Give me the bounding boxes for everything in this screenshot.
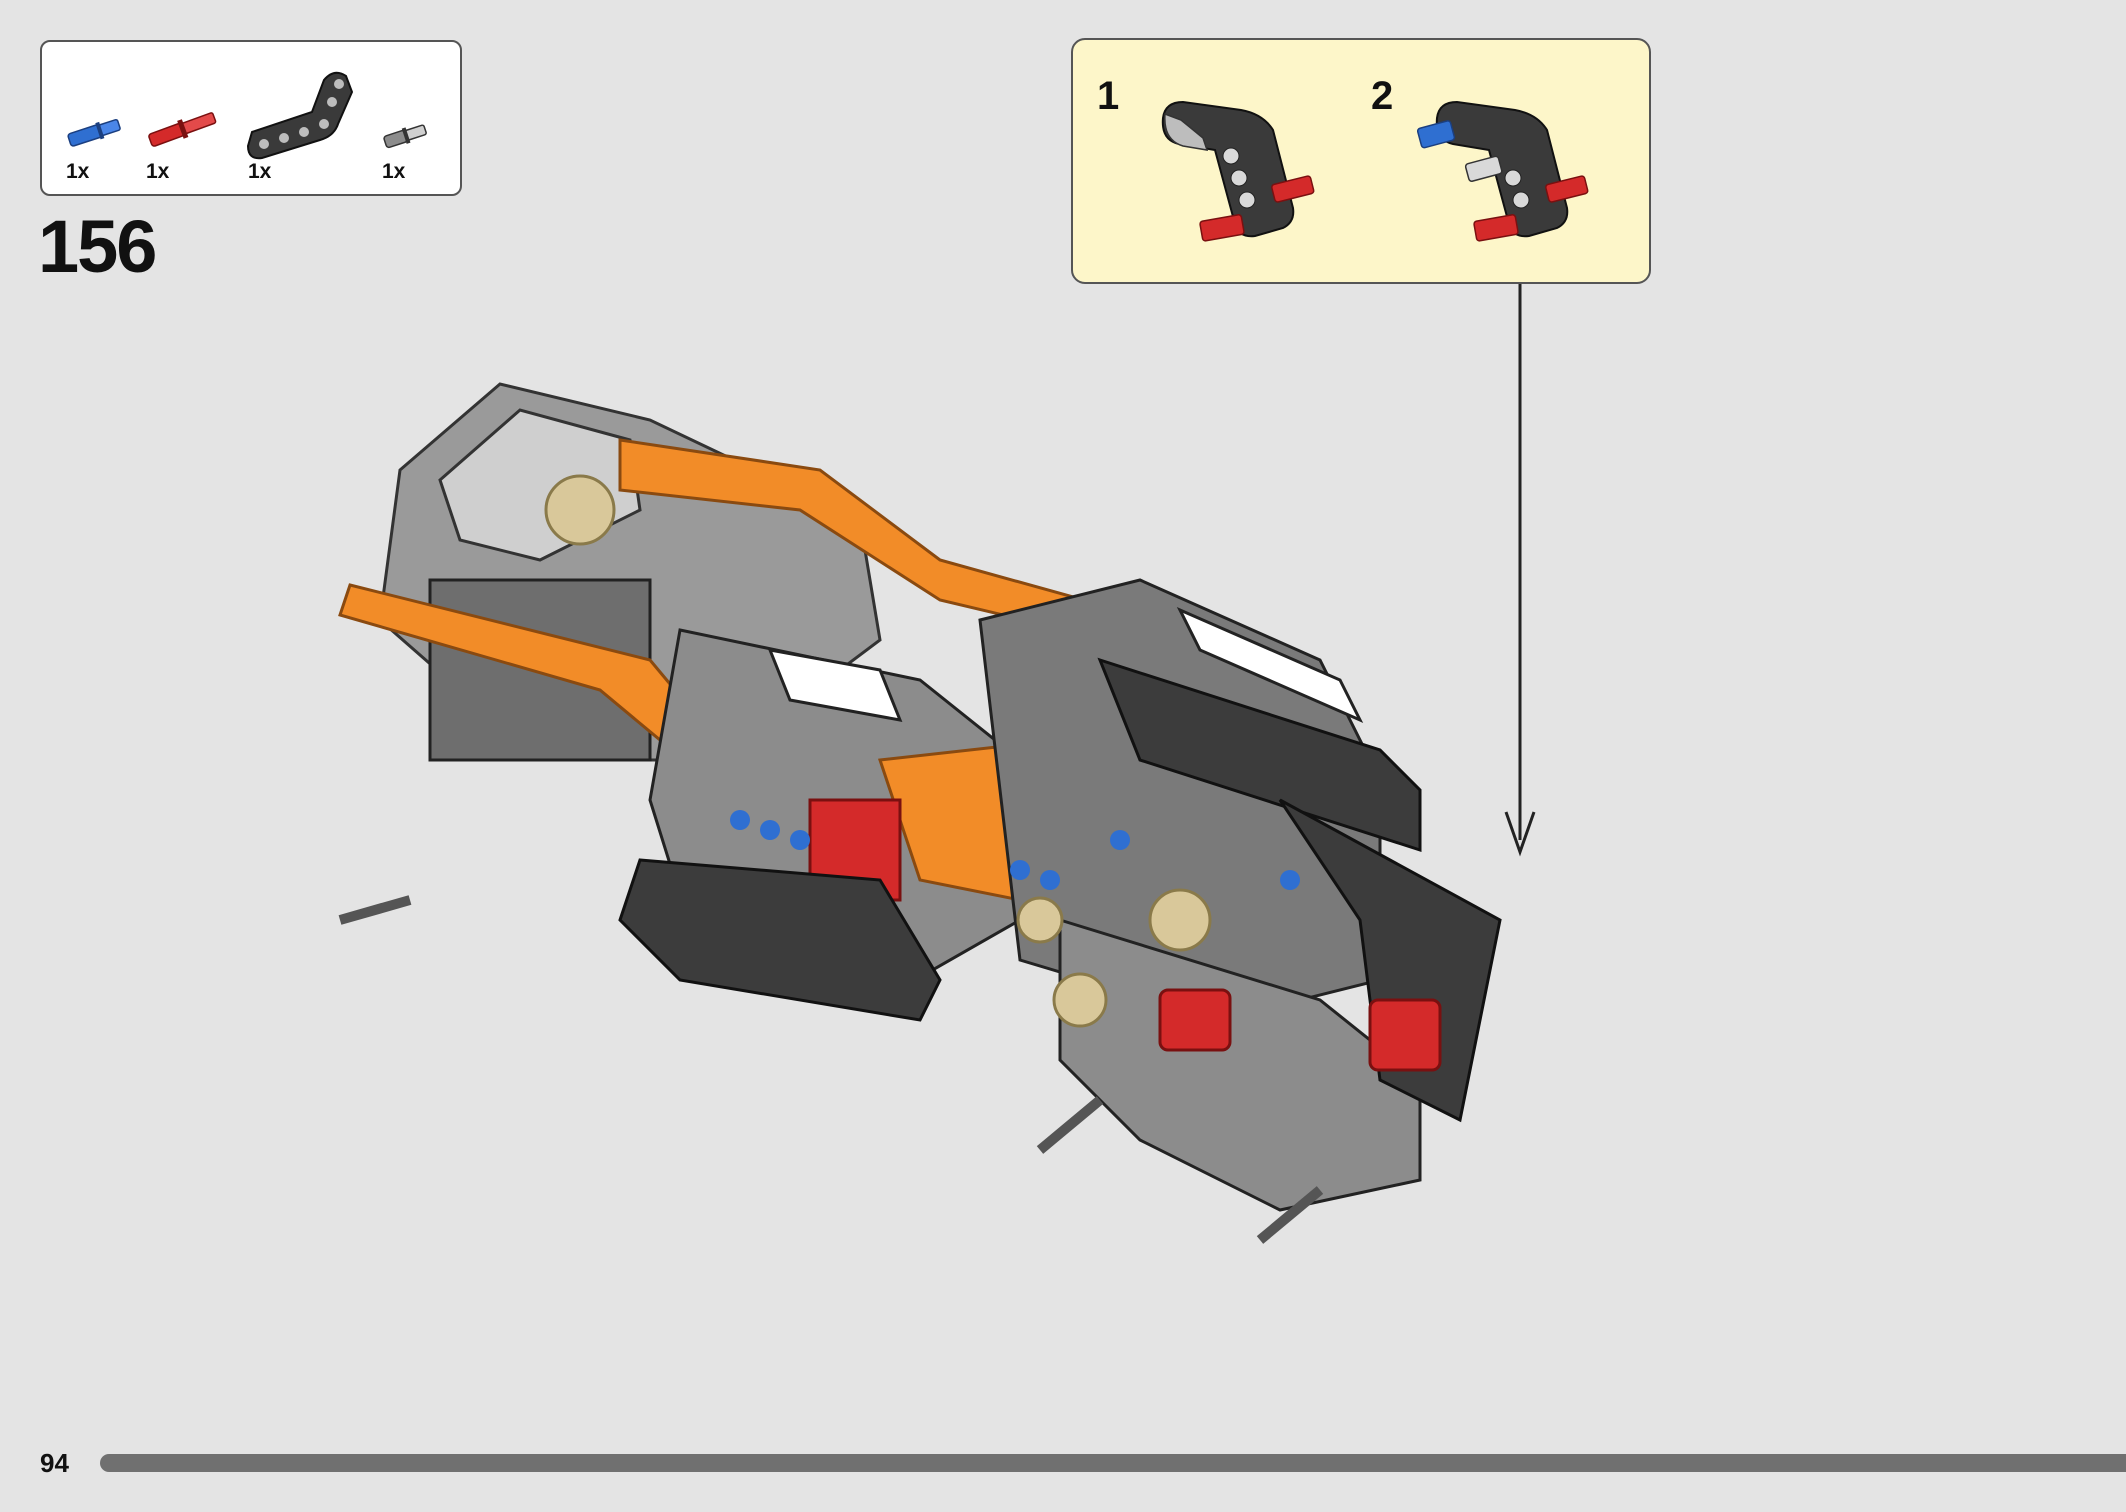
part-quantity: 1x (248, 160, 272, 183)
page-number: 94 (40, 1448, 69, 1478)
part-quantity: 1x (66, 160, 90, 183)
black-angled-beam-icon (242, 62, 362, 162)
sub-assembly-callout: 1 2 (1071, 38, 1651, 284)
gray-pin-icon (378, 118, 438, 152)
sub-step-number: 1 (1097, 74, 1120, 118)
sub-step-1-illustration (1143, 90, 1343, 270)
sub-step-number: 2 (1371, 74, 1394, 118)
red-axle-pin-icon (142, 104, 226, 152)
part-quantity: 1x (382, 160, 406, 183)
blue-axle-pin-icon (62, 112, 126, 152)
sub-step-2-illustration (1417, 90, 1617, 270)
vehicle-chassis-model (320, 360, 1760, 1305)
parts-list: 1x 1x 1x 1x (40, 40, 462, 196)
page-progress-bar (100, 1454, 2126, 1472)
part-quantity: 1x (146, 160, 170, 183)
step-number: 156 (38, 205, 157, 288)
